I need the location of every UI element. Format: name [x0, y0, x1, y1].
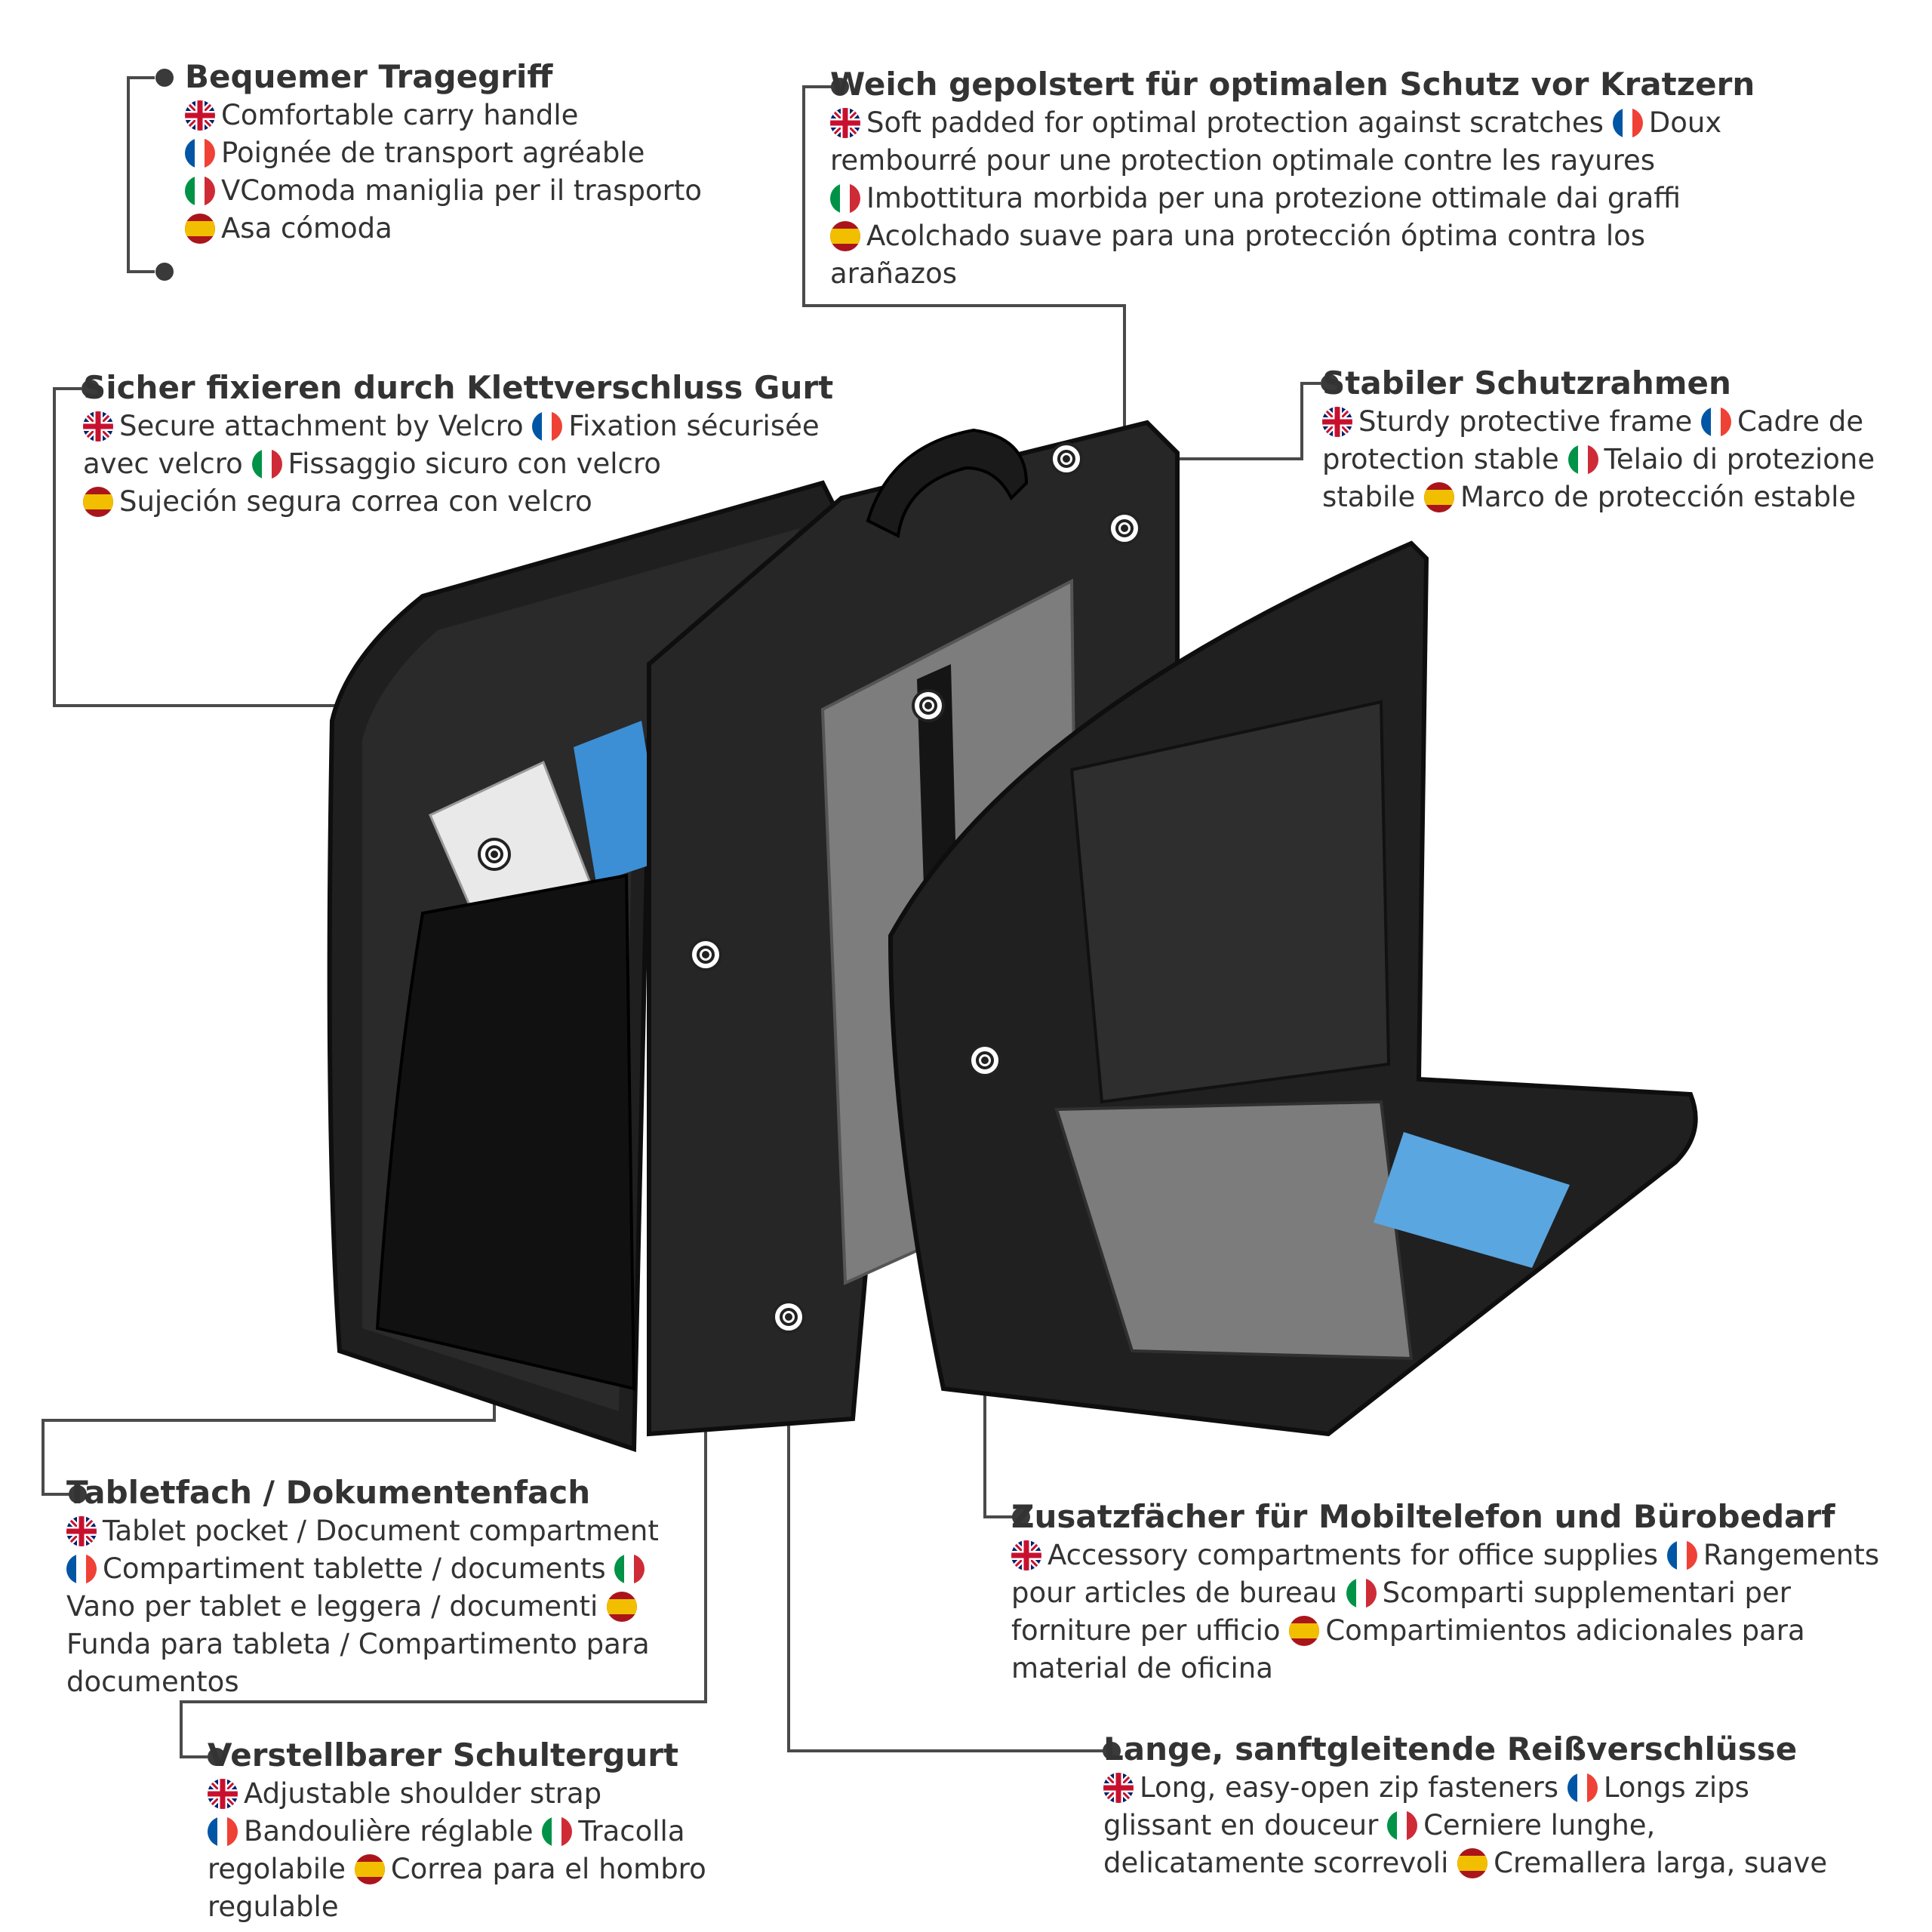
callout-body: Adjustable shoulder strap Bandoulière ré…: [208, 1777, 706, 1923]
dot-velcro: [82, 380, 100, 398]
bag-handle: [866, 428, 1029, 539]
callout-velcro: Sicher fixieren durch Klettverschluss Gu…: [83, 368, 834, 521]
uk-flag-icon: [1322, 407, 1352, 437]
callout-title: Lange, sanftgleitende Reißverschlüsse: [1103, 1730, 1798, 1767]
line-handle: [127, 76, 155, 273]
france-flag-icon: [1666, 1540, 1697, 1571]
target-marker-icon: [912, 689, 945, 722]
callout-tablet: Tabletfach / Dokumentenfach Tablet pocke…: [66, 1473, 700, 1701]
callout-title: Bequemer Tragegriff: [185, 58, 553, 95]
france-flag-icon: [185, 138, 215, 168]
france-flag-icon: [66, 1554, 97, 1584]
spain-flag-icon: [1289, 1616, 1320, 1646]
france-flag-icon: [1700, 407, 1731, 437]
spain-flag-icon: [83, 487, 113, 517]
uk-flag-icon: [1011, 1540, 1041, 1571]
dot-padded: [831, 78, 849, 96]
callout-title: Zusatzfächer für Mobiltelefon und Bürobe…: [1011, 1498, 1835, 1535]
france-flag-icon: [1567, 1773, 1598, 1803]
callout-body: Soft padded for optimal protection again…: [830, 106, 1722, 290]
callout-handle: Bequemer Tragegriff Comfortable carry ha…: [185, 57, 713, 248]
bag-card: [1374, 1132, 1570, 1268]
italy-flag-icon: [1346, 1578, 1377, 1608]
line-padded: [802, 85, 1126, 528]
callout-title: Tabletfach / Dokumentenfach: [66, 1474, 591, 1511]
spain-flag-icon: [185, 214, 215, 244]
target-marker-icon: [1050, 442, 1083, 475]
target-marker-icon: [478, 838, 511, 871]
uk-flag-icon: [1103, 1773, 1134, 1803]
spain-flag-icon: [607, 1592, 638, 1622]
target-marker-icon: [689, 938, 722, 971]
france-flag-icon: [532, 411, 563, 441]
line-frame: [1064, 382, 1321, 460]
bag-left-pocket: [375, 873, 636, 1391]
target-marker-icon: [1108, 512, 1141, 545]
callout-title: Weich gepolstert für optimalen Schutz vo…: [830, 66, 1755, 103]
dot-accessory: [1012, 1508, 1030, 1526]
italy-flag-icon: [1387, 1810, 1418, 1841]
target-markers: [478, 442, 1141, 1334]
callout-body: Secure attachment by Velcro Fixation séc…: [83, 410, 820, 518]
uk-flag-icon: [830, 108, 860, 138]
dot-frame: [1321, 374, 1339, 392]
dot-handle-top: [155, 69, 174, 87]
spain-flag-icon: [830, 221, 860, 251]
dot-zips: [1103, 1742, 1121, 1760]
spain-flag-icon: [354, 1854, 385, 1884]
dot-strap: [208, 1748, 226, 1766]
france-flag-icon: [1612, 108, 1643, 138]
italy-flag-icon: [251, 449, 282, 479]
callout-accessory: Zusatzfächer für Mobiltelefon und Bürobe…: [1011, 1497, 1902, 1687]
callout-title: Stabiler Schutzrahmen: [1322, 365, 1731, 401]
callout-padded: Weich gepolstert für optimalen Schutz vo…: [830, 65, 1755, 293]
line-strap: [180, 955, 707, 1758]
france-flag-icon: [208, 1817, 238, 1847]
callout-title: Verstellbarer Schultergurt: [208, 1737, 679, 1774]
spain-flag-icon: [1424, 482, 1455, 512]
dot-tablet: [69, 1485, 87, 1503]
callout-zips: Lange, sanftgleitende Reißverschlüsse Lo…: [1103, 1730, 1850, 1882]
uk-flag-icon: [83, 411, 113, 441]
callout-body: Long, easy-open zip fasteners Longs zips…: [1103, 1771, 1828, 1879]
callout-frame: Stabiler Schutzrahmen Sturdy protective …: [1322, 364, 1881, 516]
callout-body: Comfortable carry handle Poignée de tran…: [185, 97, 713, 248]
callout-strap: Verstellbarer Schultergurt Adjustable sh…: [208, 1736, 826, 1926]
uk-flag-icon: [208, 1779, 238, 1809]
uk-flag-icon: [185, 100, 215, 131]
line-zips: [787, 1317, 1106, 1752]
callout-body: Accessory compartments for office suppli…: [1011, 1539, 1880, 1684]
bag-brochure: [574, 721, 664, 883]
italy-flag-icon: [614, 1554, 645, 1584]
target-marker-icon: [968, 1044, 1001, 1077]
italy-flag-icon: [542, 1817, 573, 1847]
italy-flag-icon: [185, 176, 215, 206]
italy-flag-icon: [1567, 445, 1598, 475]
callout-body: Sturdy protective frame Cadre de protect…: [1322, 405, 1875, 513]
callout-body: Tablet pocket / Document compartment Com…: [66, 1515, 659, 1698]
spain-flag-icon: [1457, 1848, 1488, 1878]
dot-handle-bottom: [155, 263, 174, 281]
italy-flag-icon: [830, 183, 860, 214]
bag-accessory-pocket: [1069, 700, 1391, 1104]
callout-title: Sicher fixieren durch Klettverschluss Gu…: [83, 369, 834, 406]
bag-mesh-pocket: [1054, 1100, 1414, 1361]
target-marker-icon: [772, 1300, 805, 1334]
uk-flag-icon: [66, 1516, 97, 1546]
